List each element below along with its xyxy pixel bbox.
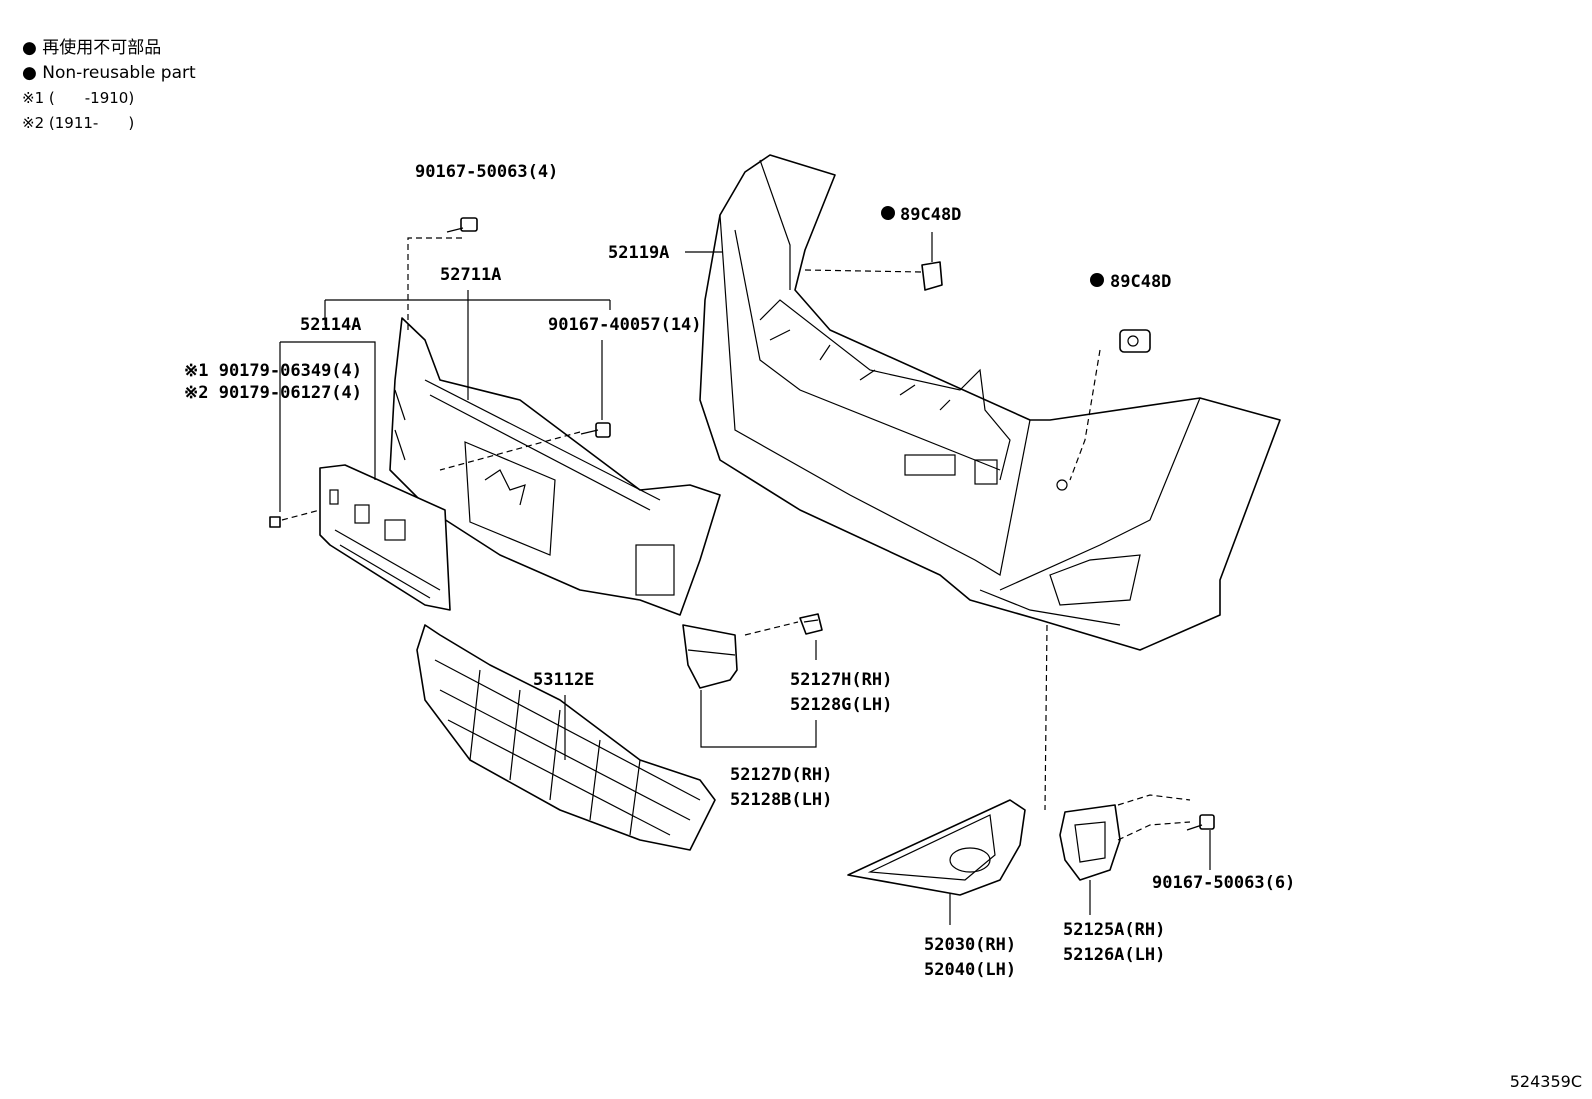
label-bolt-mid: 90167-40057(14) [548, 315, 702, 335]
label-screw-b: ※2 90179-06127(4) [184, 383, 362, 403]
housing-drawing [1059, 804, 1121, 881]
cap-drawing [682, 624, 738, 689]
label-clip-small-b: 52128G(LH) [790, 695, 892, 715]
non-reusable-icon [1090, 273, 1104, 287]
grille-drawing [416, 624, 716, 851]
bolt-mid-drawing [580, 422, 611, 438]
plate-drawing [269, 464, 451, 611]
label-bolt-bottom: 90167-50063(6) [1152, 873, 1295, 893]
label-plate: 52114A [300, 315, 361, 335]
bracket-drawing [389, 317, 721, 616]
part-labels: 90167-50063(4) 89C48D 89C48D 52119A 5271… [184, 162, 1295, 980]
label-screw-a: ※1 90179-06349(4) [184, 361, 362, 381]
bullet-icon: ● [22, 63, 37, 83]
label-grille: 53112E [533, 670, 594, 690]
small-clip-drawing [799, 613, 823, 635]
legend-line-3: ※1 ( -1910) [22, 89, 135, 107]
bullet-icon: ● [22, 38, 37, 58]
label-bracket: 52711A [440, 265, 501, 285]
bumper-cover-drawing [699, 154, 1281, 651]
label-garnish-b: 52040(LH) [924, 960, 1016, 980]
label-cover: 52119A [608, 243, 669, 263]
bolt-top-drawing [446, 217, 478, 233]
label-clip-right-mid: 89C48D [1110, 272, 1171, 292]
label-bolt-top: 90167-50063(4) [415, 162, 558, 182]
label-cap-a: 52127D(RH) [730, 765, 832, 785]
clip-right-mid-drawing [1119, 329, 1151, 353]
clip-right-top-drawing [921, 261, 943, 291]
label-garnish-a: 52030(RH) [924, 935, 1016, 955]
diagram-reference-code: 524359C [1509, 1072, 1582, 1091]
legend-line-2: ● Non-reusable part [22, 63, 196, 83]
fastener-drawings [446, 217, 1215, 831]
label-clip-right-top: 89C48D [900, 205, 961, 225]
legend-line-1: ● 再使用不可部品 [22, 38, 162, 58]
bolt-bottom-drawing [1186, 814, 1215, 831]
label-housing-a: 52125A(RH) [1063, 920, 1165, 940]
label-housing-b: 52126A(LH) [1063, 945, 1165, 965]
legend: ● 再使用不可部品 ● Non-reusable part ※1 ( -1910… [22, 36, 196, 136]
label-clip-small-a: 52127H(RH) [790, 670, 892, 690]
garnish-drawing [847, 799, 1026, 896]
legend-line-4: ※2 (1911- ) [22, 114, 135, 132]
leader-lines [279, 232, 1211, 925]
label-cap-b: 52128B(LH) [730, 790, 832, 810]
non-reusable-icon [881, 206, 895, 220]
